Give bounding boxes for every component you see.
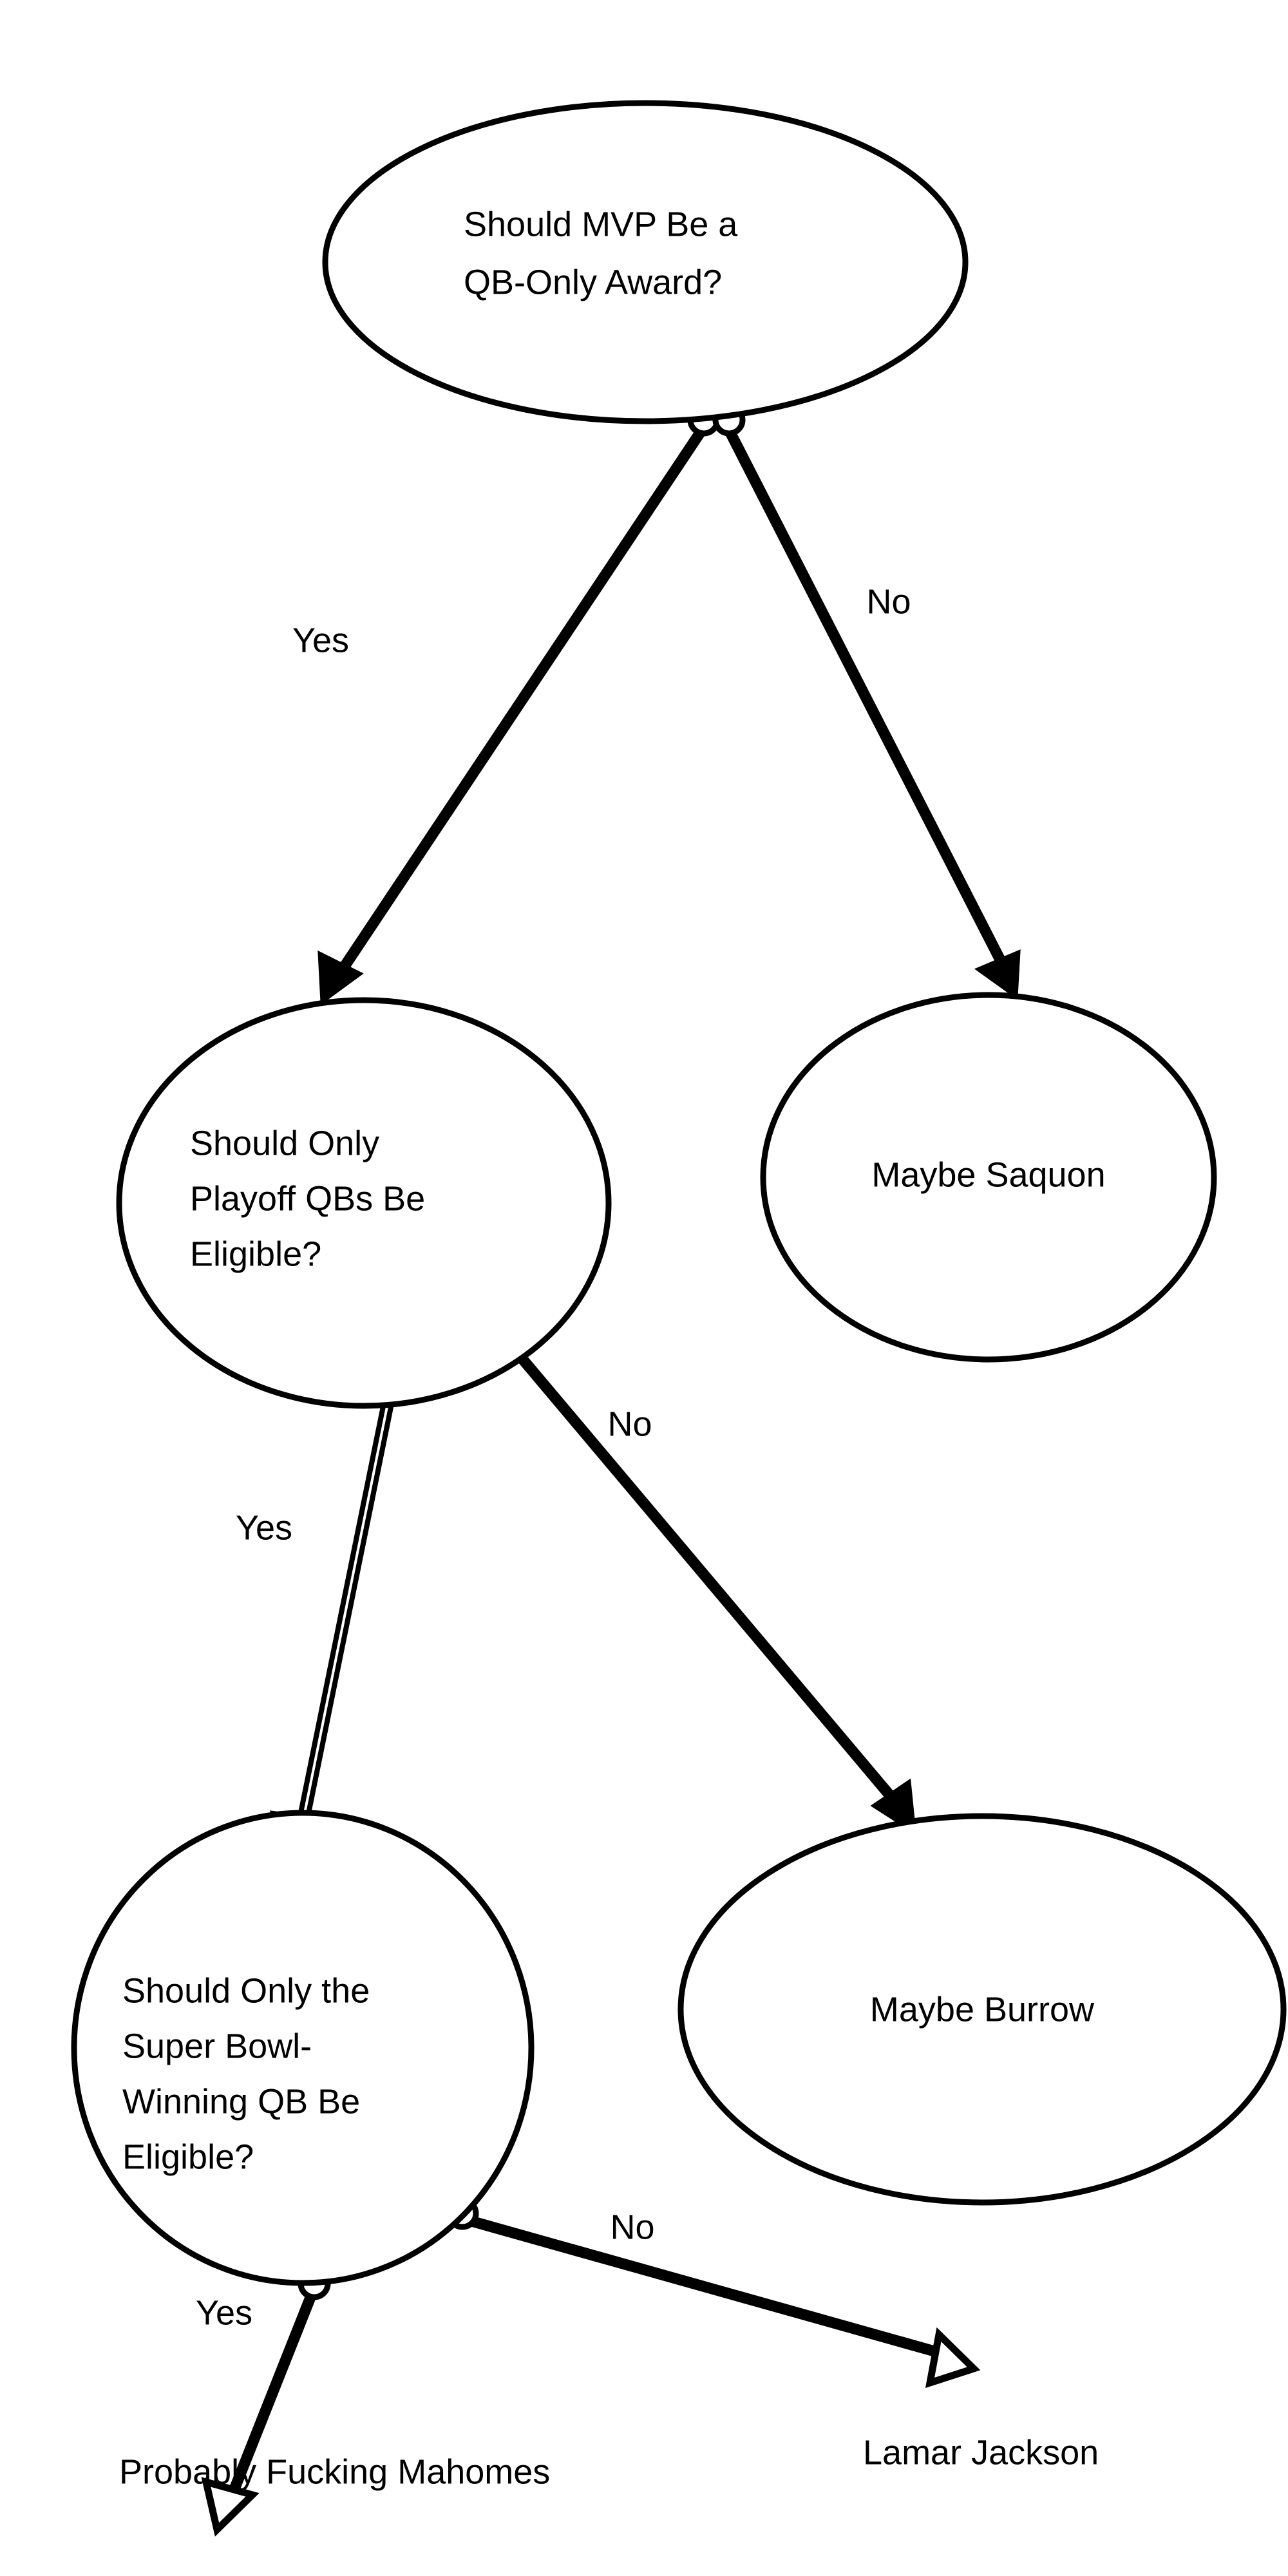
node-superbowl-label-line2: Super Bowl- <box>122 2027 312 2065</box>
edge-label-superbowl-no: No <box>610 2208 654 2246</box>
node-root-ellipse <box>322 100 969 424</box>
node-saquon[interactable]: Maybe Saquon <box>760 992 1217 1363</box>
edge-label-playoff-yes: Yes <box>236 1508 292 1547</box>
node-playoff-label-line3: Eligible? <box>190 1235 321 1273</box>
node-playoff-label-line1: Should Only <box>190 1124 379 1162</box>
node-superbowl[interactable]: Should Only the Super Bowl- Winning QB B… <box>71 1810 535 2286</box>
node-burrow-label: Maybe Burrow <box>870 1990 1095 2029</box>
node-superbowl-label-line3: Winning QB Be <box>122 2082 360 2121</box>
edge-label-root-yes: Yes <box>292 621 349 659</box>
node-mahomes-label: Probably Fucking Mahomes <box>119 2452 550 2491</box>
node-burrow-ellipse <box>677 1813 1287 2206</box>
node-playoff-label-line2: Playoff QBs Be <box>190 1179 425 1218</box>
node-root[interactable]: Should MVP Be a QB-Only Award? <box>322 100 969 424</box>
edge-playoff-yes[interactable] <box>269 1383 398 1866</box>
edge-label-root-no: No <box>866 582 911 621</box>
node-mahomes[interactable]: Probably Fucking Mahomes <box>119 2452 550 2491</box>
node-saquon-ellipse <box>760 992 1217 1363</box>
node-superbowl-label-line1: Should Only the <box>122 1971 370 2010</box>
edge-label-superbowl-yes: Yes <box>196 2293 252 2332</box>
arrowhead-playoff-no <box>870 1778 917 1835</box>
arrowhead-root-no <box>974 949 1021 1000</box>
node-playoff-ellipse <box>116 997 612 1409</box>
node-lamar[interactable]: Lamar Jackson <box>863 2433 1099 2472</box>
arrowhead-superbowl-no <box>925 2327 981 2389</box>
edge-playoff-yes-inner <box>300 1384 393 1830</box>
node-root-label-line2: QB-Only Award? <box>464 263 722 301</box>
node-superbowl-ellipse <box>71 1810 535 2286</box>
node-root-label-line1: Should MVP Be a <box>464 205 738 243</box>
node-superbowl-label-line4: Eligible? <box>122 2137 254 2176</box>
edge-superbowl-no-line <box>449 2210 945 2360</box>
node-burrow[interactable]: Maybe Burrow <box>677 1813 1287 2206</box>
edge-playoff-no-line <box>504 1339 901 1807</box>
edge-root-yes[interactable] <box>317 422 710 1005</box>
edge-superbowl-yes-line <box>225 2290 317 2501</box>
edge-playoff-no[interactable] <box>504 1339 917 1835</box>
arrowhead-superbowl-yes <box>201 2477 260 2537</box>
edge-root-yes-line <box>331 422 710 982</box>
edge-root-no-line <box>721 422 1009 969</box>
edge-superbowl-yes[interactable] <box>201 2290 317 2537</box>
node-playoff[interactable]: Should Only Playoff QBs Be Eligible? <box>116 997 612 1409</box>
node-saquon-label: Maybe Saquon <box>871 1155 1105 1194</box>
arrowhead-root-yes <box>317 950 364 1005</box>
edge-superbowl-no[interactable] <box>449 2210 981 2389</box>
node-lamar-label: Lamar Jackson <box>863 2433 1099 2472</box>
edge-label-playoff-no: No <box>607 1405 652 1443</box>
edge-root-no[interactable] <box>721 422 1021 1000</box>
